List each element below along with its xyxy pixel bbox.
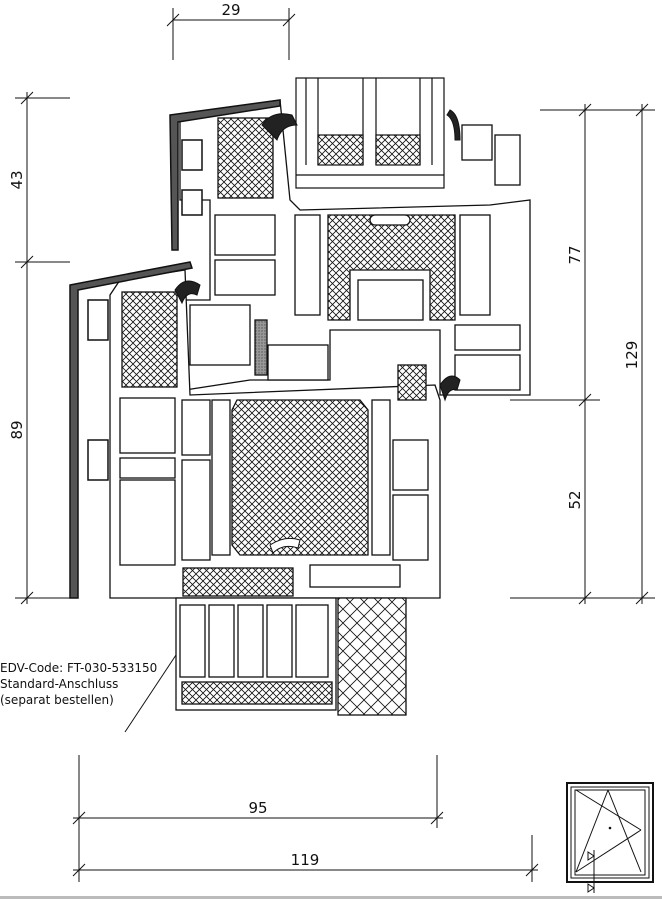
dimension-right bbox=[510, 103, 655, 605]
dimension-left bbox=[15, 91, 70, 605]
dim-bottom-total-label: 119 bbox=[291, 851, 320, 869]
window-opening-symbol bbox=[566, 782, 654, 893]
frame-profile bbox=[109, 269, 441, 599]
order-separately-line: (separat bestellen) bbox=[0, 693, 114, 707]
standard-connection-profile bbox=[175, 567, 407, 716]
gaskets bbox=[174, 109, 461, 554]
outer-cladding bbox=[69, 99, 281, 599]
dimension-top bbox=[166, 8, 296, 60]
dim-right-upper-label: 77 bbox=[566, 245, 584, 264]
glazing-unit bbox=[295, 77, 445, 189]
edv-code-annotation: EDV-Code: FT-030-533150 Standard-Anschlu… bbox=[0, 660, 157, 708]
dimension-bottom bbox=[72, 755, 539, 882]
dim-bottom-inner-label: 95 bbox=[248, 799, 267, 817]
dim-right-lower-label: 52 bbox=[566, 490, 584, 509]
annotation-leader-line bbox=[124, 654, 177, 733]
dim-left-lower-label: 89 bbox=[8, 420, 26, 439]
standard-connection-line: Standard-Anschluss bbox=[0, 677, 119, 691]
bottom-divider bbox=[0, 896, 662, 899]
dim-top-label: 29 bbox=[221, 1, 240, 19]
dim-right-total-label: 129 bbox=[623, 341, 641, 370]
edv-code-line: EDV-Code: FT-030-533150 bbox=[0, 661, 158, 675]
dim-left-upper-label: 43 bbox=[8, 170, 26, 189]
